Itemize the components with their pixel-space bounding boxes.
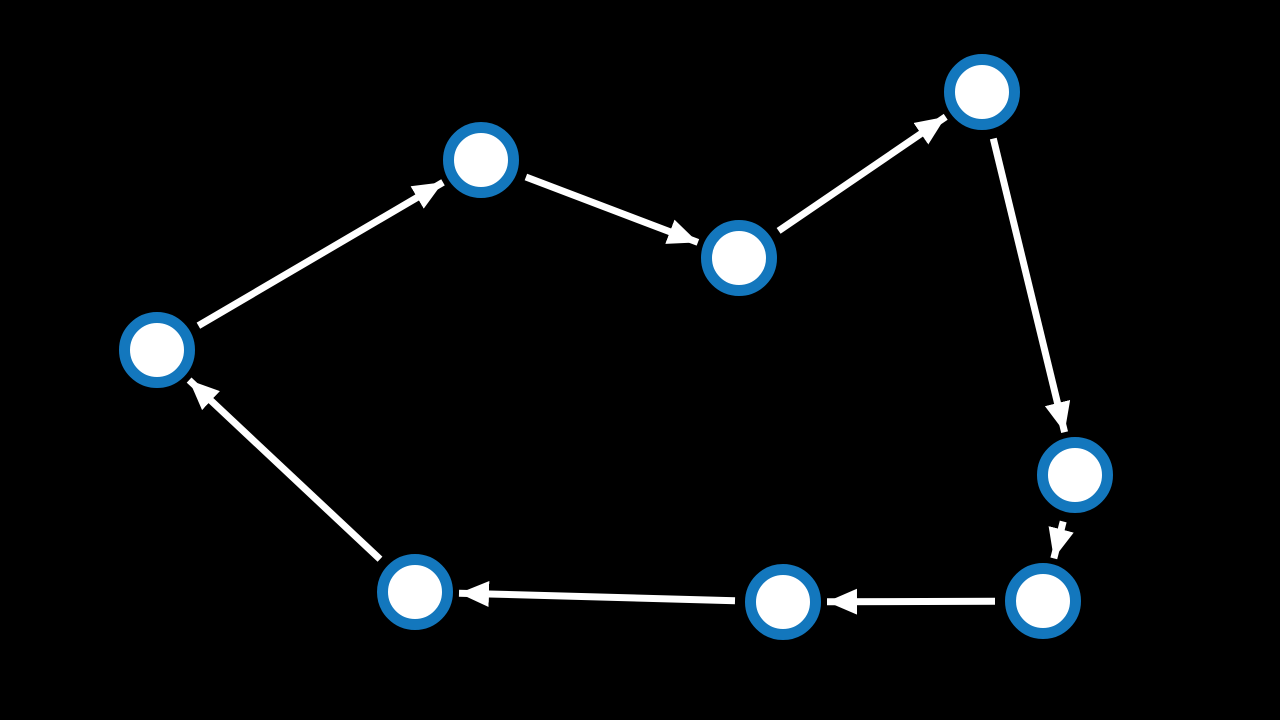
nodes-layer	[119, 54, 1113, 640]
edge-arrow-node-bottom-left-to-node-left	[186, 377, 383, 562]
edge-arrow-node-top-right-to-node-right	[989, 137, 1071, 434]
edge-arrow-node-left-to-node-upper-left	[196, 179, 445, 329]
edge-arrow-node-bottom-right-to-node-bottom-middle	[826, 588, 996, 615]
node-bottom-right	[1005, 563, 1081, 639]
node-bottom-middle	[745, 564, 821, 640]
node-bottom-left	[377, 554, 453, 630]
node-upper-left	[443, 122, 519, 198]
node-top-middle	[701, 220, 777, 296]
edge-arrow-node-upper-left-to-node-top-middle	[524, 173, 700, 246]
edge-arrow-node-bottom-middle-to-node-bottom-left	[458, 581, 736, 608]
edges-layer	[186, 113, 1074, 615]
node-left	[119, 312, 195, 388]
edge-arrow-node-top-middle-to-node-top-right	[776, 113, 948, 234]
node-right	[1037, 437, 1113, 513]
edge-arrow-node-right-to-node-bottom-right	[1048, 520, 1074, 560]
node-top-right	[944, 54, 1020, 130]
